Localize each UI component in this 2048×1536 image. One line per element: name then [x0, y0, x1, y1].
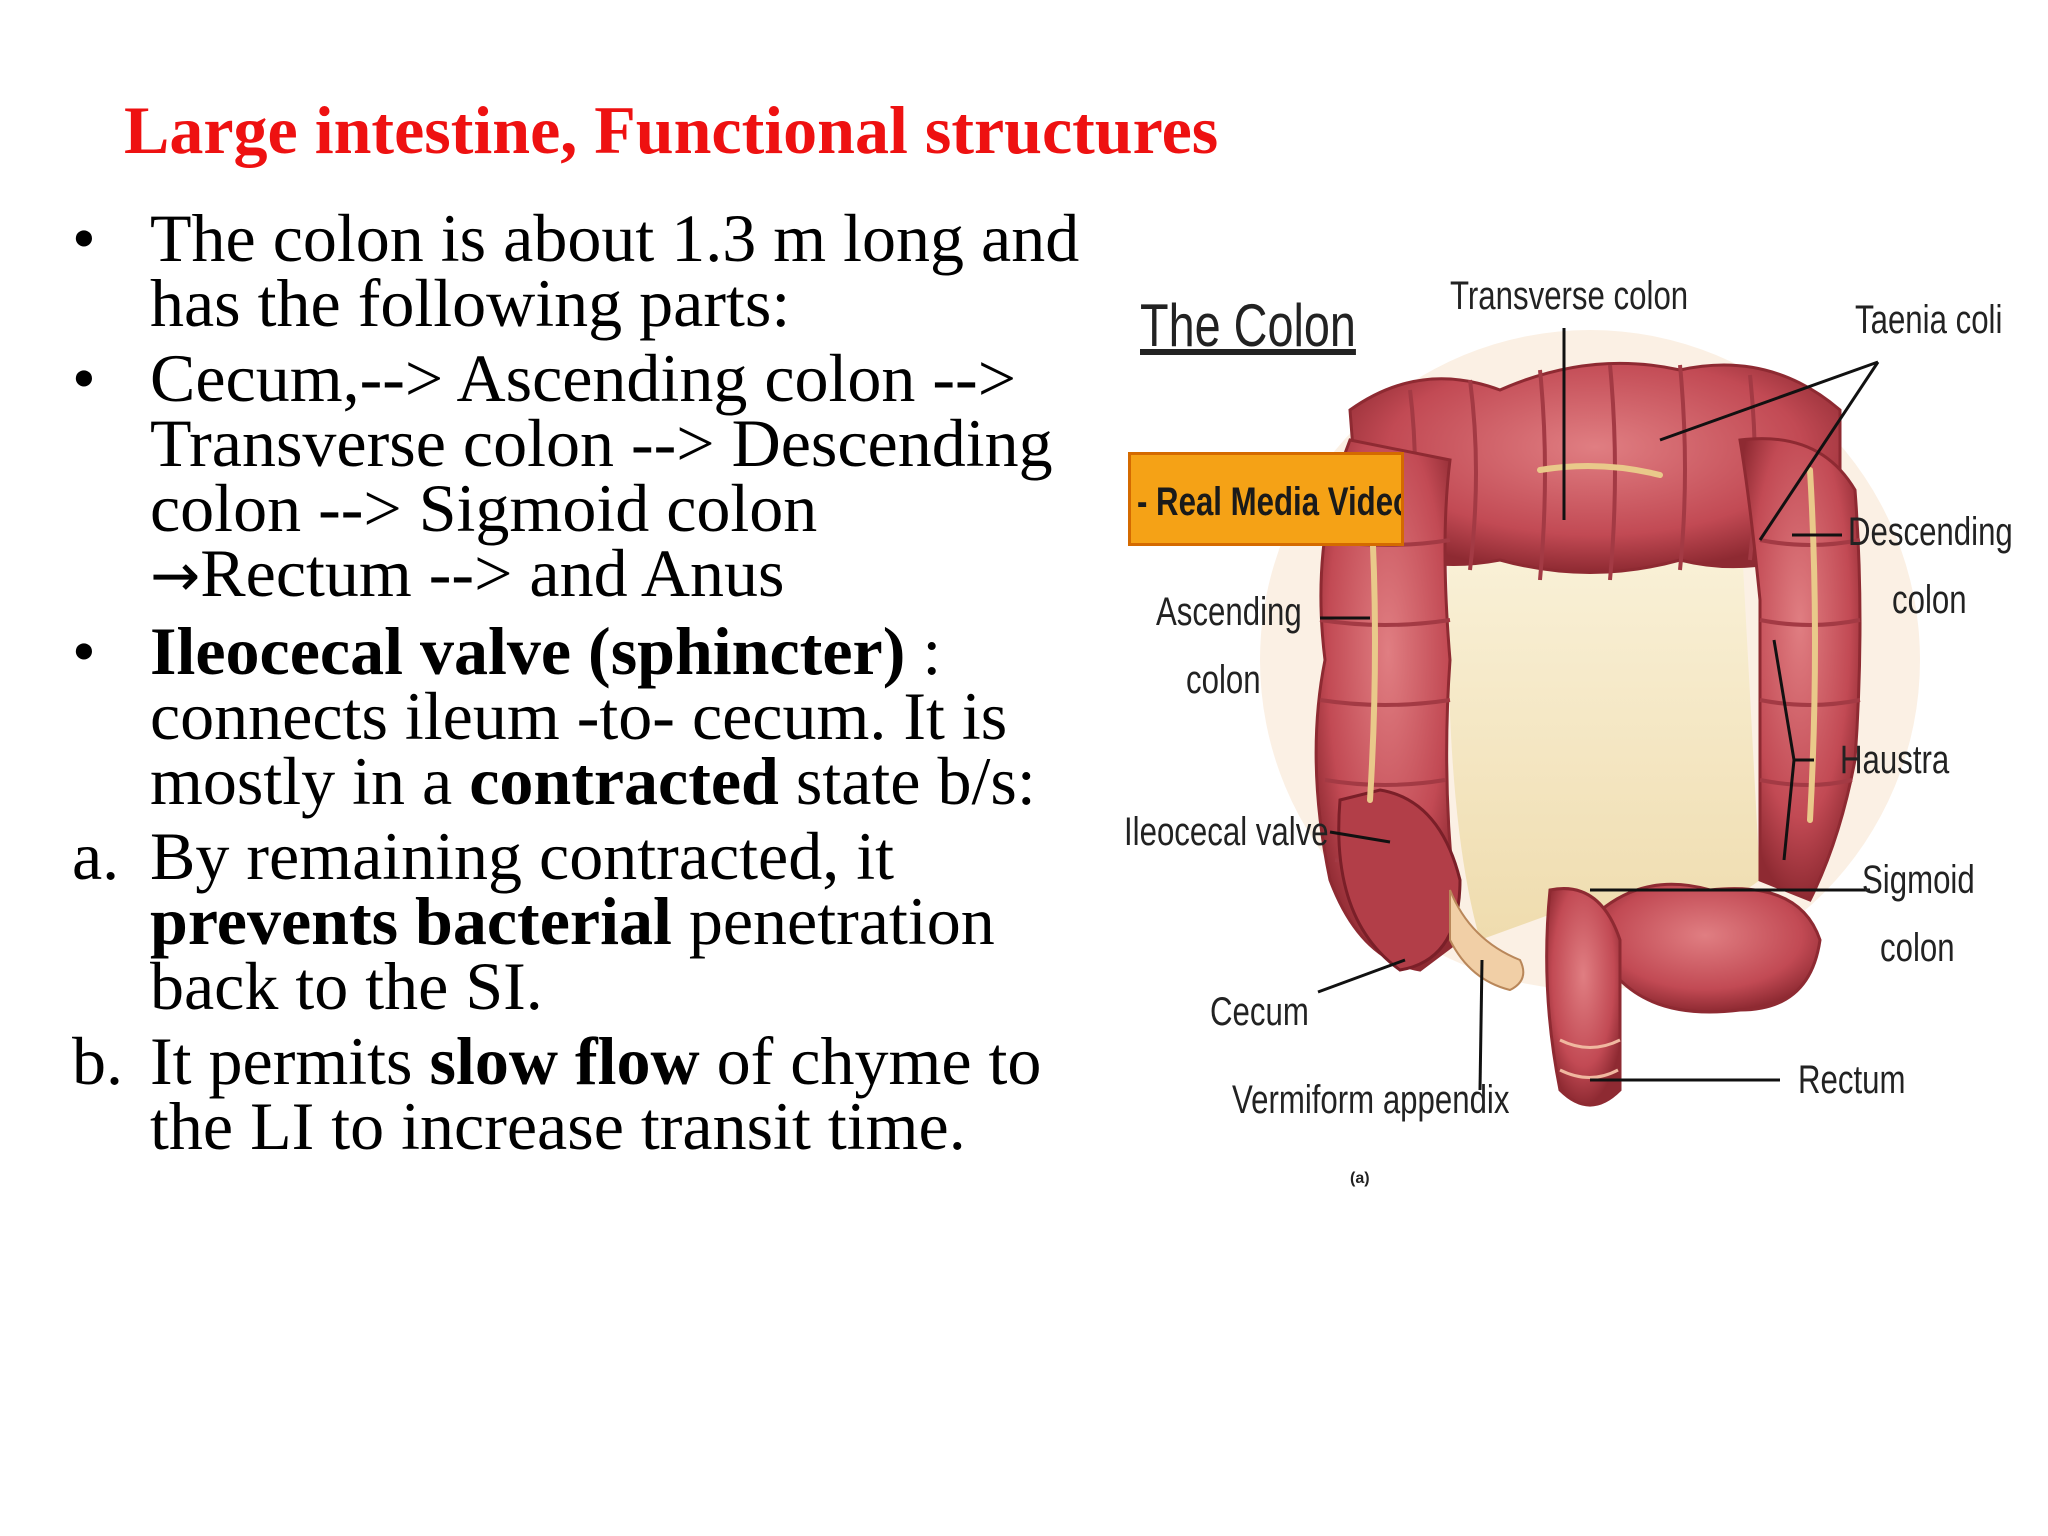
label-transverse-colon: Transverse colon — [1450, 274, 1689, 318]
colon-diagram: The Colon - Real Media Video Transverse … — [1120, 240, 2020, 1200]
sub-item-b: b. It permits slow flow of chyme to the … — [72, 1023, 1082, 1160]
figure-title: The Colon — [1140, 292, 1356, 359]
rectum — [1545, 887, 1622, 1107]
label-pointers — [1317, 328, 1880, 1091]
bullet-marker: • — [72, 613, 96, 689]
label-sigmoid-colon: colon — [1880, 926, 1955, 970]
bullet-marker: • — [72, 340, 96, 416]
label-haustra: Haustra — [1840, 738, 1950, 782]
label-sigmoid: Sigmoid — [1862, 858, 1975, 902]
label-ileocecal-valve: Ileocecal valve — [1124, 810, 1329, 854]
label-taenia-coli: Taenia coli — [1855, 298, 2003, 342]
descending-colon — [1738, 437, 1862, 902]
label-descending: Descending — [1848, 510, 2013, 554]
bullet-text: The colon is about 1.3 m long and has th… — [150, 200, 1080, 341]
bullet-text: state b/s: — [778, 743, 1036, 819]
bold-term: prevents bacterial — [150, 883, 672, 959]
sub-item-text: penetration back to the SI. — [150, 883, 995, 1024]
bold-term: Ileocecal valve (sphincter) — [150, 613, 906, 689]
sub-item-text: It permits — [150, 1023, 430, 1099]
bullet-colon-parts: • Cecum,--> Ascending colon --> Transver… — [72, 340, 1082, 611]
sub-item-text: of chyme to the LI to increase transit t… — [150, 1023, 1042, 1164]
figure-caption: (a) — [1350, 1170, 1370, 1187]
slide-title: Large intestine, Functional structures — [124, 92, 1219, 168]
bullet-ileocecal-valve: • Ileocecal valve (sphincter) : connects… — [72, 613, 1082, 815]
colon-illustration — [1260, 328, 1920, 1107]
bold-term: contracted — [469, 743, 779, 819]
slide-body: • The colon is about 1.3 m long and has … — [72, 200, 1082, 1169]
label-descending-colon: colon — [1892, 578, 1967, 622]
video-banner-text: - Real Media Video — [1137, 480, 1404, 524]
bullet-colon-length: • The colon is about 1.3 m long and has … — [72, 200, 1082, 337]
cecum — [1337, 788, 1525, 992]
bullet-text-end: Rectum --> and Anus — [200, 535, 785, 611]
sub-item-a: a. By remaining contracted, it prevents … — [72, 818, 1082, 1020]
label-vermiform-appendix: Vermiform appendix — [1232, 1078, 1510, 1122]
vermiform-appendix — [1449, 889, 1525, 992]
sub-item-text: By remaining contracted, it — [150, 818, 894, 894]
mesentery — [1448, 487, 1760, 940]
sigmoid-colon — [1588, 882, 1822, 1014]
bullet-text: Cecum,--> Ascending colon --> Transverse… — [150, 340, 1053, 546]
label-cecum: Cecum — [1210, 990, 1309, 1034]
bullet-text: : connects ileum -to- cecum. It is mostl… — [150, 613, 1008, 819]
label-ascending: Ascending — [1156, 590, 1302, 634]
bold-term: slow flow — [429, 1023, 700, 1099]
label-rectum: Rectum — [1798, 1058, 1906, 1102]
label-ascending-colon: colon — [1186, 658, 1261, 702]
sub-item-label: a. — [72, 818, 120, 894]
bullet-marker: • — [72, 200, 96, 276]
sub-item-label: b. — [72, 1023, 123, 1099]
video-banner: - Real Media Video — [1128, 452, 1404, 546]
right-arrow-icon: → — [150, 541, 201, 611]
